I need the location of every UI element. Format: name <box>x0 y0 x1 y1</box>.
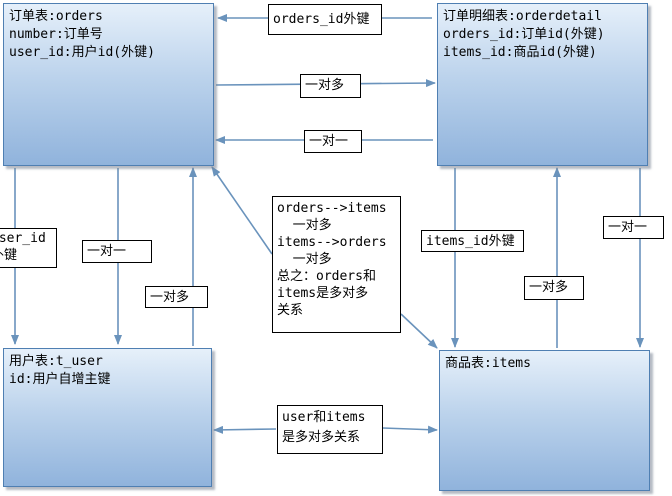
entity-user: 用户表:t_user id:用户自增主键 <box>3 348 212 487</box>
label-user-orders-one-to-many: 一对多 <box>145 286 208 308</box>
label-detail-items-one-to-one: 一对一 <box>603 216 664 239</box>
entity-items: 商品表:items <box>439 350 650 491</box>
orders-number-field: number:订单号 <box>9 27 103 42</box>
note-line: orders-->items <box>277 201 387 216</box>
items-table-name: 商品表:items <box>445 356 531 371</box>
relationship-note: orders-->items 一对多 items-->orders 一对多 总之… <box>272 196 401 333</box>
note-line: 一对多 <box>277 218 332 233</box>
note-line: items-->orders <box>277 235 387 250</box>
user-table-name: 用户表:t_user <box>9 354 103 369</box>
orders-user-id-field: user_id:用户id(外键) <box>9 45 155 60</box>
note-line: 关系 <box>277 303 304 318</box>
orderdetail-items-id-field: items_id:商品id(外键) <box>443 45 597 60</box>
note-line: items是多对多 <box>277 286 369 301</box>
note-line: 一对多 <box>277 252 332 267</box>
label-orders-id-fk: orders_id外键 <box>268 4 382 35</box>
label-orders-user-one-to-one: 一对一 <box>82 240 152 263</box>
label-items-id-fk: items_id外键 <box>421 230 524 252</box>
note-line: 总之：orders和 <box>277 269 376 284</box>
label-orders-detail-one-to-many: 一对多 <box>300 74 361 98</box>
entity-orderdetail: 订单明细表:orderdetail orders_id:订单id(外键) ite… <box>437 3 648 166</box>
label-user-items-relation: user和items 是多对多关系 <box>277 405 383 454</box>
arrow-relation-to-items <box>382 425 438 434</box>
orderdetail-table-name: 订单明细表:orderdetail <box>443 9 602 24</box>
arrow-note-to-orders <box>211 166 273 255</box>
user-id-field: id:用户自增主键 <box>9 372 111 387</box>
entity-orders: 订单表:orders number:订单号 user_id:用户id(外键) <box>3 3 214 166</box>
label-items-detail-one-to-many: 一对多 <box>524 276 584 300</box>
orders-table-name: 订单表:orders <box>9 9 103 24</box>
arrow-relation-to-user <box>213 425 277 434</box>
orderdetail-orders-id-field: orders_id:订单id(外键) <box>443 27 605 42</box>
label-user-id-fk: user_id外键 <box>0 228 57 268</box>
arrow-note-to-items <box>400 313 438 349</box>
label-detail-orders-one-to-one: 一对一 <box>304 130 362 153</box>
